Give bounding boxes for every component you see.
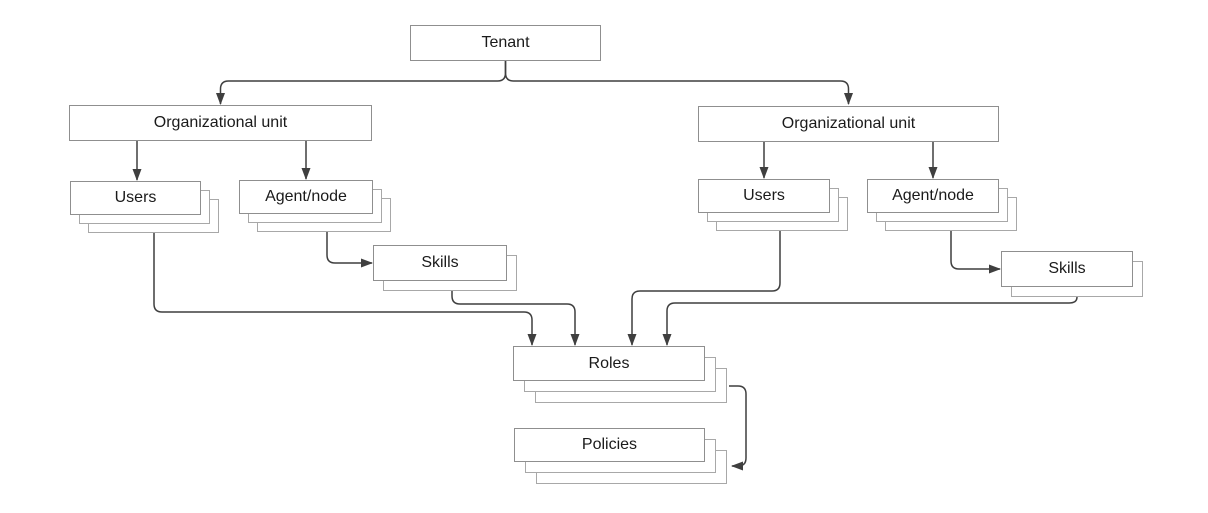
node-skills-left: Skills xyxy=(373,245,517,291)
node-agent-node-left: Agent/node xyxy=(239,180,391,232)
edge-skills-left-roles xyxy=(451,291,580,346)
node-tenant-label: Tenant xyxy=(410,25,601,61)
node-agent-node-right: Agent/node xyxy=(867,179,1017,231)
node-skills-right: Skills xyxy=(1001,251,1143,297)
node-tenant: Tenant xyxy=(410,25,601,61)
edge-agent-left-skills-left xyxy=(326,232,373,268)
node-agent-node-left-label: Agent/node xyxy=(239,180,373,214)
edge-agent-right-skills-right xyxy=(950,231,1001,274)
node-organizational-unit-right-label: Organizational unit xyxy=(698,106,999,142)
node-policies-label: Policies xyxy=(514,428,705,462)
edge-roles-policies xyxy=(729,385,747,471)
edge-tenant-ou-left xyxy=(216,61,507,105)
node-skills-right-label: Skills xyxy=(1001,251,1133,287)
node-agent-node-right-label: Agent/node xyxy=(867,179,999,213)
node-organizational-unit-left-label: Organizational unit xyxy=(69,105,372,141)
node-skills-left-label: Skills xyxy=(373,245,507,281)
node-roles-label: Roles xyxy=(513,346,705,381)
node-organizational-unit-right: Organizational unit xyxy=(698,106,999,142)
node-roles: Roles xyxy=(513,346,727,403)
node-organizational-unit-left: Organizational unit xyxy=(69,105,372,141)
edge-users-right-roles xyxy=(627,231,781,346)
node-policies: Policies xyxy=(514,428,727,484)
edge-tenant-ou-right xyxy=(504,61,853,105)
node-users-right: Users xyxy=(698,179,848,231)
edge-skills-right-roles xyxy=(662,296,1078,346)
node-users-left-label: Users xyxy=(70,181,201,215)
node-users-right-label: Users xyxy=(698,179,830,213)
node-users-left: Users xyxy=(70,181,219,233)
